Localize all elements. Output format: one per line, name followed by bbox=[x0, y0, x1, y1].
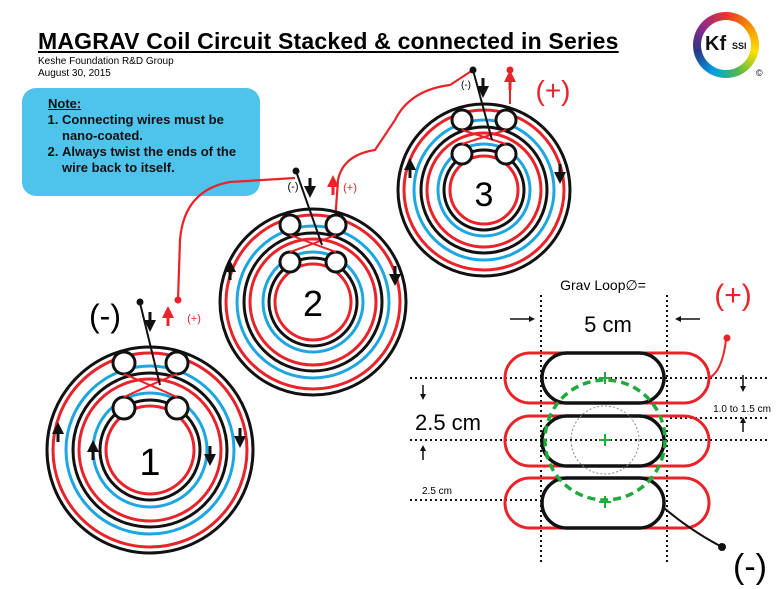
cross-section-diagram: Grav Loop∅= (+) 5 cm (-) 2.5 cm 2.5 cm 1… bbox=[410, 277, 771, 586]
coil-1-pos-label: (+) bbox=[187, 313, 201, 325]
date-label: August 30, 2015 bbox=[38, 68, 111, 79]
note-box: Note: Connecting wires must be nano-coat… bbox=[22, 88, 260, 196]
note-list: Connecting wires must be nano-coated. Al… bbox=[46, 112, 246, 176]
coil-3-label: 3 bbox=[475, 176, 494, 214]
connecting-wire-2-3 bbox=[333, 69, 474, 223]
coil-3-pos-label: (+) bbox=[536, 75, 571, 106]
coil-1: 1 (-) (+) bbox=[45, 296, 255, 555]
spacing-label-small: 2.5 cm bbox=[422, 486, 452, 497]
coil-1-neg-label: (-) bbox=[89, 298, 121, 334]
page-title: MAGRAV Coil Circuit Stacked & connected … bbox=[38, 28, 619, 54]
note-item: Always twist the ends of the wire back t… bbox=[62, 144, 246, 176]
note-item: Connecting wires must be nano-coated. bbox=[62, 112, 246, 144]
coil-1-label: 1 bbox=[139, 442, 160, 484]
coil-2-pos-label: (+) bbox=[343, 182, 357, 194]
loop-width-label: 5 cm bbox=[584, 312, 632, 337]
coil-3-neg-label: (-) bbox=[461, 80, 471, 91]
kfssi-logo: Kf SSI bbox=[693, 12, 759, 78]
copyright-mark: © bbox=[756, 68, 763, 78]
gap-label: 1.0 to 1.5 cm bbox=[713, 404, 771, 415]
note-heading: Note: bbox=[48, 96, 82, 111]
organization-label: Keshe Foundation R&D Group bbox=[38, 56, 174, 67]
logo-text: Kf bbox=[705, 33, 727, 55]
spacing-label-large: 2.5 cm bbox=[415, 410, 481, 435]
coil-2-label: 2 bbox=[303, 283, 323, 324]
coil-2-neg-label: (-) bbox=[288, 181, 299, 193]
section-neg-label: (-) bbox=[733, 548, 767, 586]
logo-subtext: SSI bbox=[732, 41, 747, 51]
coil-2: 2 (-) (+) bbox=[218, 167, 408, 397]
connecting-wire-1-2 bbox=[176, 176, 296, 301]
coil-3: 3 (-) (+) bbox=[396, 66, 572, 278]
grav-loop-label: Grav Loop∅= bbox=[560, 277, 646, 293]
section-pos-label: (+) bbox=[714, 279, 752, 312]
